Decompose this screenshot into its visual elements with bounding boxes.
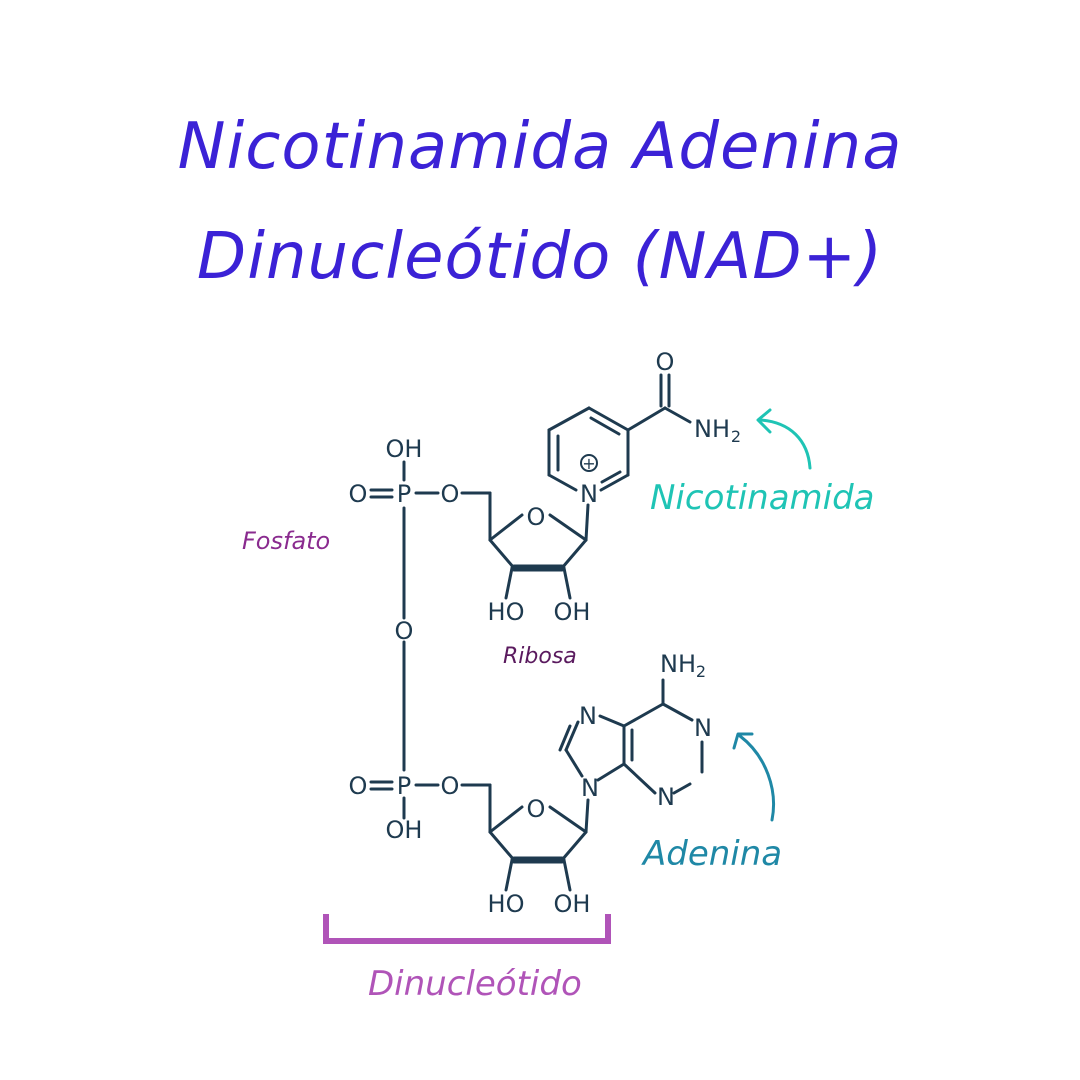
positive-charge: + xyxy=(580,454,598,473)
bond-lines xyxy=(369,373,704,892)
nh2-adenine-sub: 2 xyxy=(696,662,706,681)
ho-top: HO xyxy=(488,598,525,626)
o-bridge: O xyxy=(395,617,414,645)
o-ester-top: O xyxy=(441,480,460,508)
o-ring-bottom: O xyxy=(527,795,546,823)
label-adenina: Adenina xyxy=(643,834,783,874)
oh-bottom: OH xyxy=(386,816,423,844)
o-double-top: O xyxy=(349,480,368,508)
nh2-adenine: NH xyxy=(660,650,696,678)
title-line-2: Dinucleótido (NAD+) xyxy=(196,220,884,294)
n1-adenine: N xyxy=(694,714,712,742)
o-amide: O xyxy=(656,348,675,376)
n7-adenine: N xyxy=(579,702,597,730)
label-nicotinamida: Nicotinamida xyxy=(650,478,875,518)
title-line-1: Nicotinamida Adenina xyxy=(177,110,903,184)
p-top: P xyxy=(397,480,411,508)
o-ester-bottom: O xyxy=(441,772,460,800)
arrow-adenina xyxy=(738,734,775,822)
label-fosfato: Fosfato xyxy=(242,527,331,555)
p-bottom: P xyxy=(397,772,411,800)
nh2-amide: NH xyxy=(694,415,730,443)
nh2-amide-sub: 2 xyxy=(731,427,741,446)
n-pyridinium: N xyxy=(580,480,598,508)
o-ring-top: O xyxy=(527,503,546,531)
arrow-head-adenina xyxy=(732,732,754,750)
oh-ribose-top: OH xyxy=(554,598,591,626)
n3-adenine: N xyxy=(657,783,675,811)
label-ribosa: Ribosa xyxy=(503,644,577,669)
charge-sign: + xyxy=(582,454,595,473)
arrow-head-nicotinamida xyxy=(756,408,772,434)
o-double-bottom: O xyxy=(349,772,368,800)
arrow-nicotinamida xyxy=(758,418,812,470)
n9-adenine: N xyxy=(581,774,599,802)
oh-top: OH xyxy=(386,435,423,463)
oh-ribose-bottom: OH xyxy=(554,890,591,918)
label-dinucleotido: Dinucleótido xyxy=(368,964,582,1004)
dinucleotido-bracket xyxy=(323,914,611,944)
atom-labels: OH O P O O HO OH N O NH 2 O O P O OH O H… xyxy=(349,348,742,918)
ho-bottom: HO xyxy=(488,890,525,918)
